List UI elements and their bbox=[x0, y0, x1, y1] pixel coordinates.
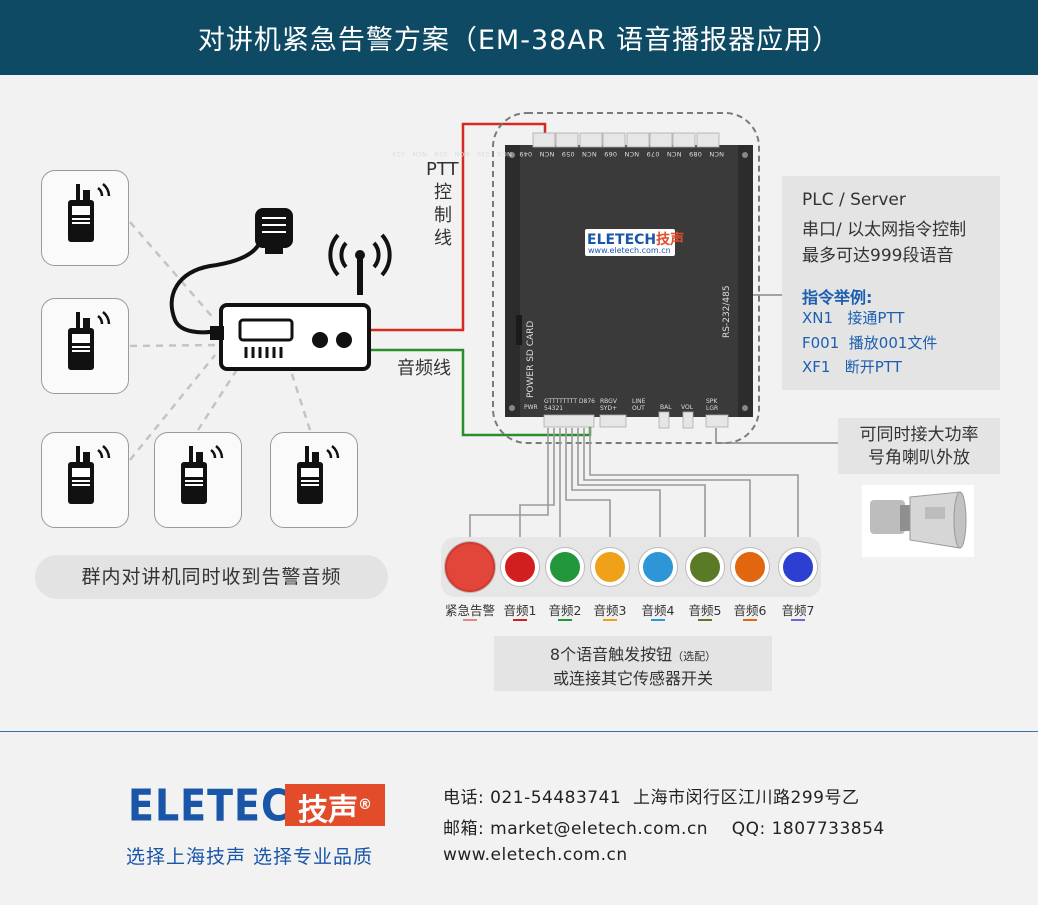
plc-command-3: XF1 断开PTT bbox=[802, 358, 902, 376]
radio-group-caption: 群内对讲机同时收到告警音频 bbox=[35, 555, 388, 599]
button-label: 音频1 bbox=[503, 603, 537, 618]
footer-slogan: 选择上海技声 选择专业品质 bbox=[126, 846, 374, 868]
ptt-label-ptt: PTT bbox=[426, 159, 459, 180]
footer-website[interactable]: www.eletech.com.cn bbox=[443, 845, 628, 865]
radio-link-lines bbox=[129, 221, 312, 461]
footer-logo-cn-text: 技声 bbox=[298, 793, 358, 828]
plc-line-2: 串口/ 以太网指令控制 bbox=[802, 220, 967, 240]
device-logo-plate bbox=[585, 229, 675, 256]
device-rbgv-label: RBGV SYD+ bbox=[600, 398, 618, 412]
device-pwr-label: PWR bbox=[524, 404, 538, 411]
diagram-graphics bbox=[129, 112, 974, 597]
ptt-label-char2: 制 bbox=[434, 205, 452, 226]
terminal-label-7: NCN 079 bbox=[646, 150, 682, 158]
terminal-label-5: NCN 059 bbox=[561, 150, 597, 158]
audio-wire-label: 音频线 bbox=[397, 358, 451, 379]
terminal-label-4: NCN 049 bbox=[519, 150, 555, 158]
device-bal-label: BAL bbox=[660, 404, 672, 411]
audio-button-2[interactable] bbox=[546, 548, 584, 586]
device-top-terminal-labels: NCN 089 NCN 079 NCN 069 NCN 059 NCN 049 … bbox=[392, 150, 724, 158]
device-spk-label: SPK LGR bbox=[706, 398, 719, 412]
device-logo-cn: 技声 bbox=[656, 232, 685, 248]
terminal-label-1: NCN 019 bbox=[391, 150, 428, 158]
header-bar: 对讲机紧急告警方案（EM-38AR 语音播报器应用） bbox=[0, 0, 1038, 75]
button-color-underline bbox=[791, 619, 805, 621]
audio-button-4[interactable] bbox=[639, 548, 677, 586]
device-url: www.eletech.com.cn bbox=[588, 246, 671, 255]
audio-button-7[interactable] bbox=[779, 548, 817, 586]
registered-mark: ® bbox=[358, 797, 372, 813]
footer-phone: 电话: 021-54483741 上海市闵行区江川路299号乙 bbox=[443, 788, 860, 808]
plc-line-1: PLC / Server bbox=[802, 190, 906, 210]
plc-command-heading: 指令举例: bbox=[802, 288, 873, 307]
button-color-underline bbox=[743, 619, 757, 621]
buttons-caption-line-2: 或连接其它传感器开关 bbox=[552, 669, 713, 688]
plc-line-3: 最多可达999段语音 bbox=[802, 246, 954, 266]
horn-caption-line-2: 号角喇叭外放 bbox=[868, 448, 970, 468]
ptt-label-char1: 控 bbox=[434, 182, 452, 203]
audio-button-6[interactable] bbox=[731, 548, 769, 586]
ptt-wire-label: PTT 控 制 线 bbox=[426, 158, 459, 250]
horn-caption: 可同时接大功率 号角喇叭外放 bbox=[838, 424, 1000, 470]
terminal-label-2: NCN 029 bbox=[434, 150, 470, 158]
audio-button-5[interactable] bbox=[686, 548, 724, 586]
button-label: 音频6 bbox=[733, 603, 767, 618]
footer-logo-cn: 技声® bbox=[285, 784, 385, 828]
device-lineout-label: LINE OUT bbox=[632, 398, 646, 412]
button-label: 音频5 bbox=[688, 603, 722, 618]
base-station-radio bbox=[169, 208, 392, 371]
horn-caption-line-1: 可同时接大功率 bbox=[859, 425, 979, 445]
plc-command-1: XN1 接通PTT bbox=[802, 309, 905, 327]
device-logo-text: ELETECH bbox=[587, 232, 657, 248]
button-label: 音频7 bbox=[781, 603, 815, 618]
buttons-caption: 8个语音触发按钮（选配） 或连接其它传感器开关 bbox=[494, 644, 772, 690]
button-color-underline bbox=[603, 619, 617, 621]
footer-email: 邮箱: market@eletech.com.cn QQ: 1807733854 bbox=[443, 819, 885, 839]
plc-panel bbox=[782, 176, 1000, 390]
button-label: 音频2 bbox=[548, 603, 582, 618]
audio-button-1[interactable] bbox=[501, 548, 539, 586]
device-side-left-label: POWER SD CARD bbox=[526, 320, 536, 398]
button-color-underline bbox=[698, 619, 712, 621]
audio-button-3[interactable] bbox=[591, 548, 629, 586]
device-logo: ELETECH技声 bbox=[587, 229, 684, 249]
button-color-underline bbox=[463, 619, 477, 621]
button-label: 紧急告警 bbox=[444, 603, 496, 618]
buttons-caption-panel bbox=[494, 636, 772, 691]
button-bar bbox=[441, 537, 821, 597]
emergency-alarm-button[interactable] bbox=[445, 542, 495, 592]
device-outline bbox=[492, 112, 760, 444]
terminal-label-6: NCN 069 bbox=[604, 150, 640, 158]
button-wires bbox=[469, 428, 799, 540]
horn-speaker bbox=[862, 485, 974, 557]
buttons-caption-line-1: 8个语音触发按钮 bbox=[549, 645, 673, 664]
horn-panel bbox=[838, 418, 1000, 474]
em38ar-device bbox=[505, 132, 753, 429]
terminal-label-3: NCN 039 bbox=[476, 150, 512, 158]
page-title: 对讲机紧急告警方案（EM-38AR 语音播报器应用） bbox=[197, 25, 841, 56]
button-label: 音频3 bbox=[593, 603, 627, 618]
device-vol-label: VOL bbox=[681, 404, 694, 411]
horn-link-line bbox=[715, 428, 838, 444]
button-label: 音频4 bbox=[641, 603, 675, 618]
button-color-underline bbox=[513, 619, 527, 621]
button-color-underline bbox=[558, 619, 572, 621]
ptt-label-char3: 线 bbox=[434, 228, 452, 249]
footer-divider bbox=[0, 731, 1038, 732]
buttons-caption-optional: （选配） bbox=[672, 650, 717, 663]
device-rs485-label: RS-232/485 bbox=[722, 285, 732, 338]
button-color-underline bbox=[651, 619, 665, 621]
terminal-label-8: NCN 089 bbox=[688, 150, 724, 158]
ptt-control-wire bbox=[367, 122, 547, 332]
plc-command-2: F001 播放001文件 bbox=[802, 334, 938, 352]
device-trigger-label: GTTTTTTTT D87654321 bbox=[544, 398, 595, 412]
